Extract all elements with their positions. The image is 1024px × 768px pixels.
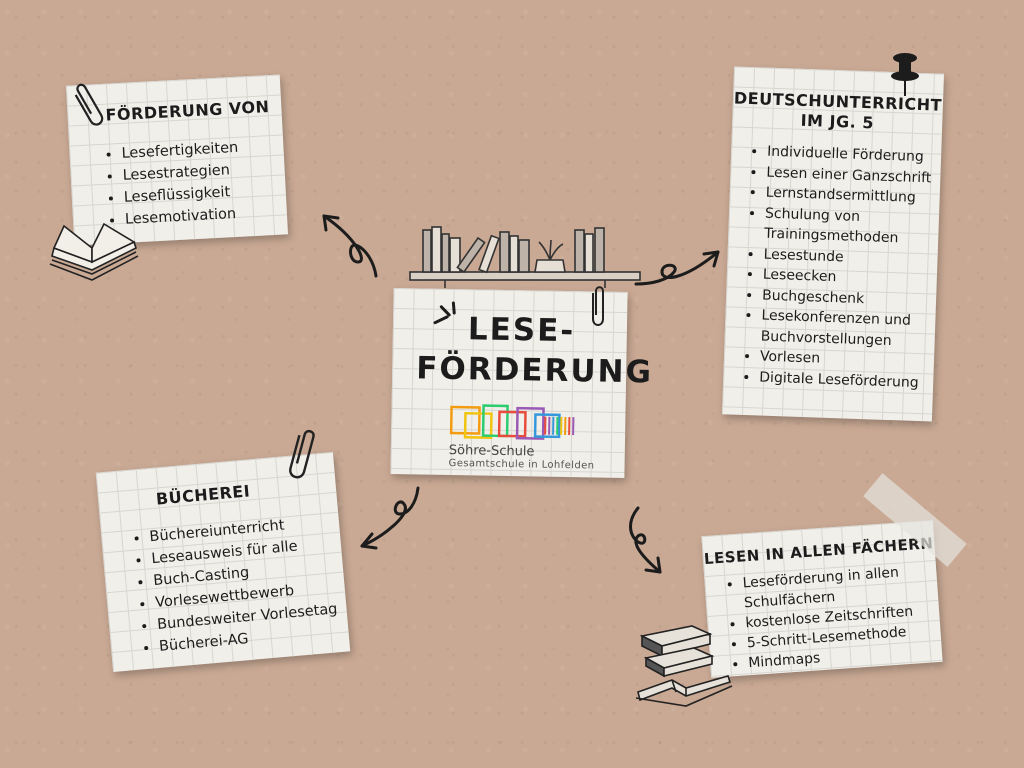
note-buecherei-title: BÜCHEREI	[155, 481, 251, 509]
bookshelf-icon	[409, 226, 641, 288]
curly-arrow-icon	[629, 506, 662, 574]
list-item: Schulung von Trainingsmethoden	[764, 203, 947, 250]
school-logo-icon	[449, 404, 575, 440]
center-title-line2: FÖRDERUNG	[415, 350, 654, 391]
accent-lines-icon	[433, 301, 456, 325]
paperclip-icon	[289, 429, 315, 479]
pushpin-icon	[891, 53, 919, 96]
list-item: Lesekonferenzen und Buchvorstellungen	[760, 306, 943, 353]
center-title-line1: LESE-	[467, 311, 576, 350]
note-foerderung-title: FÖRDERUNG VON	[105, 97, 270, 125]
note-deutsch: DEUTSCHUNTERRICHT IM JG. 5 Individuelle …	[721, 66, 947, 422]
paperclip-icon	[74, 83, 104, 126]
open-book-icon	[49, 222, 139, 281]
curly-arrow-icon	[360, 486, 420, 550]
center-note: LESE- FÖRDERUNG Söhre-Schule Gesamtschul…	[390, 287, 653, 479]
curly-arrow-icon	[634, 250, 720, 286]
school-subtitle: Gesamtschule in Lohfelden	[448, 457, 595, 472]
book-stack-icon	[635, 625, 733, 707]
curly-arrow-icon	[322, 214, 378, 278]
paperclip-icon	[592, 286, 604, 326]
school-name: Söhre-Schule	[448, 442, 535, 460]
note-buecherei: BÜCHEREI Büchereiunterricht Leseausweis …	[95, 452, 351, 672]
